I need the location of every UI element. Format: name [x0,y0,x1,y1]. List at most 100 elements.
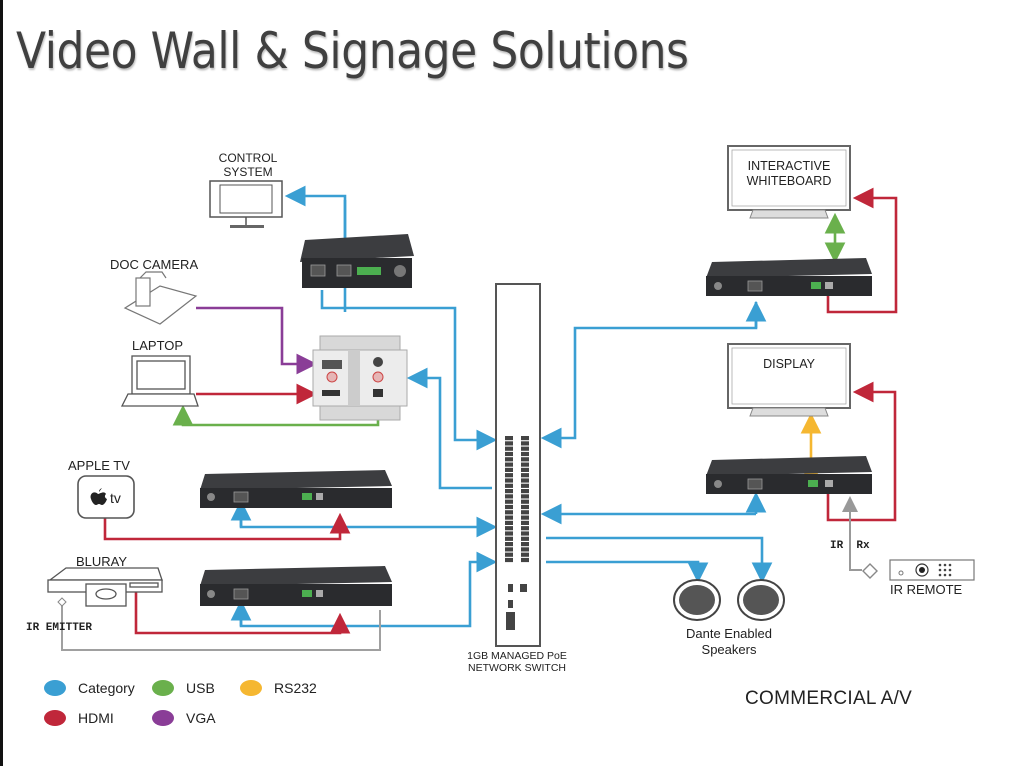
wire-hdmi-apple-tv [103,512,351,541]
wire-category-switch-rx1 [540,302,758,449]
switch-port [505,451,513,457]
slide-title: Video Wall & Signage Solutions [16,22,689,80]
wire-ir-emitter [61,604,381,651]
switch-port [521,536,529,541]
control-system-label-1: CONTROL [219,151,278,165]
switch-port [521,510,529,515]
switch-port [521,446,529,451]
wire-category-switch-speaker1 [546,560,709,584]
wire-category-tx1-switch [239,516,498,538]
legend-swatch-vga [152,710,174,726]
bluray-label: BLURAY [76,554,127,569]
switch-port [521,483,529,488]
switch-port [505,462,513,467]
ir-emitter-label: IR EMITTER [26,622,92,634]
switch-port [505,483,513,488]
wire-hdmi-display [826,381,897,522]
legend-item-vga: VGA [152,710,216,726]
switch-port [505,457,513,462]
switch-port [521,531,529,536]
switch-port [521,473,529,478]
network-switch [495,283,541,647]
switch-port [521,489,529,494]
switch-port [521,542,529,547]
commercial-av-tag: COMMERCIAL A/V [745,688,913,709]
legend-item-usb: USB [152,680,215,696]
whiteboard-label-1: INTERACTIVE [748,159,831,173]
control-system-label-2: SYSTEM [223,165,272,179]
switch-port [505,510,513,515]
legend-swatch-hdmi [44,710,66,726]
ir-emitter-icon [57,597,67,607]
wire-category-wallplate-switch [406,367,492,490]
wire-category-controller-switch [320,290,498,451]
switch-port [505,547,513,552]
speaker-2-icon [737,579,785,621]
control-system-icon [209,180,283,228]
switch-port [505,536,513,541]
switch-port [505,542,513,547]
doc-camera-icon [123,271,198,325]
doc-camera-label: DOC CAMERA [110,257,198,272]
ir-receiver-icon [862,563,878,579]
switch-port [521,526,529,531]
switch-port [505,520,513,525]
legend-swatch-usb [152,680,174,696]
wire-category-switch-speaker2 [546,536,773,584]
switch-port [521,547,529,552]
whiteboard-label-2: WHITEBOARD [747,174,832,188]
switch-port [505,436,513,441]
switch-port [505,467,513,472]
legend-swatch-rs232 [240,680,262,696]
control-processor-device [300,234,414,288]
legend-label: USB [186,680,215,696]
switch-port [505,552,513,557]
switch-port [505,478,513,483]
switch-port [505,504,513,510]
legend-item-category: Category [44,680,135,696]
speakers-label-2: Speakers [702,642,757,657]
display-label: DISPLAY [763,357,816,371]
hdbaset-transmitter-2 [200,566,392,606]
laptop-label: LAPTOP [132,338,183,353]
switch-port [521,478,529,483]
ir-remote-label: IR REMOTE [890,582,963,597]
switch-label-2: NETWORK SWITCH [468,662,566,674]
speaker-1-icon [673,579,721,621]
switch-port [521,557,529,563]
switch-label-1: 1GB MANAGED PoE [467,650,567,662]
legend-label: Category [78,680,135,696]
ir-rx-label: IR Rx [830,540,870,552]
switch-port [505,441,513,446]
switch-port [505,499,513,504]
switch-port [505,515,513,520]
switch-port [505,526,513,531]
legend-label: RS232 [274,680,317,696]
wall-plate-transmitter [312,335,408,421]
laptop-icon [120,355,199,407]
legend-label: VGA [186,710,216,726]
ir-remote-icon [889,559,975,581]
wire-hdmi-whiteboard [826,187,898,314]
hdbaset-receiver-2 [706,456,872,494]
switch-port [521,436,529,441]
switch-port [521,441,529,446]
wire-vga-doc-camera [196,306,318,375]
switch-port [521,451,529,457]
switch-port [521,552,529,557]
legend-swatch-category [44,680,66,696]
switch-port [521,467,529,472]
switch-port [521,462,529,467]
apple-tv-badge: tv [110,490,121,506]
legend-label: HDMI [78,710,114,726]
switch-port [505,494,513,499]
legend-item-rs232: RS232 [240,680,317,696]
switch-port [505,473,513,478]
wire-hdmi-bluray [134,592,351,635]
bluray-player-icon [47,567,163,607]
switch-port [521,494,529,499]
hdbaset-receiver-1 [706,258,872,296]
cable-legend: Category USB RS232 HDMI VGA [44,676,344,736]
switch-port [521,515,529,520]
